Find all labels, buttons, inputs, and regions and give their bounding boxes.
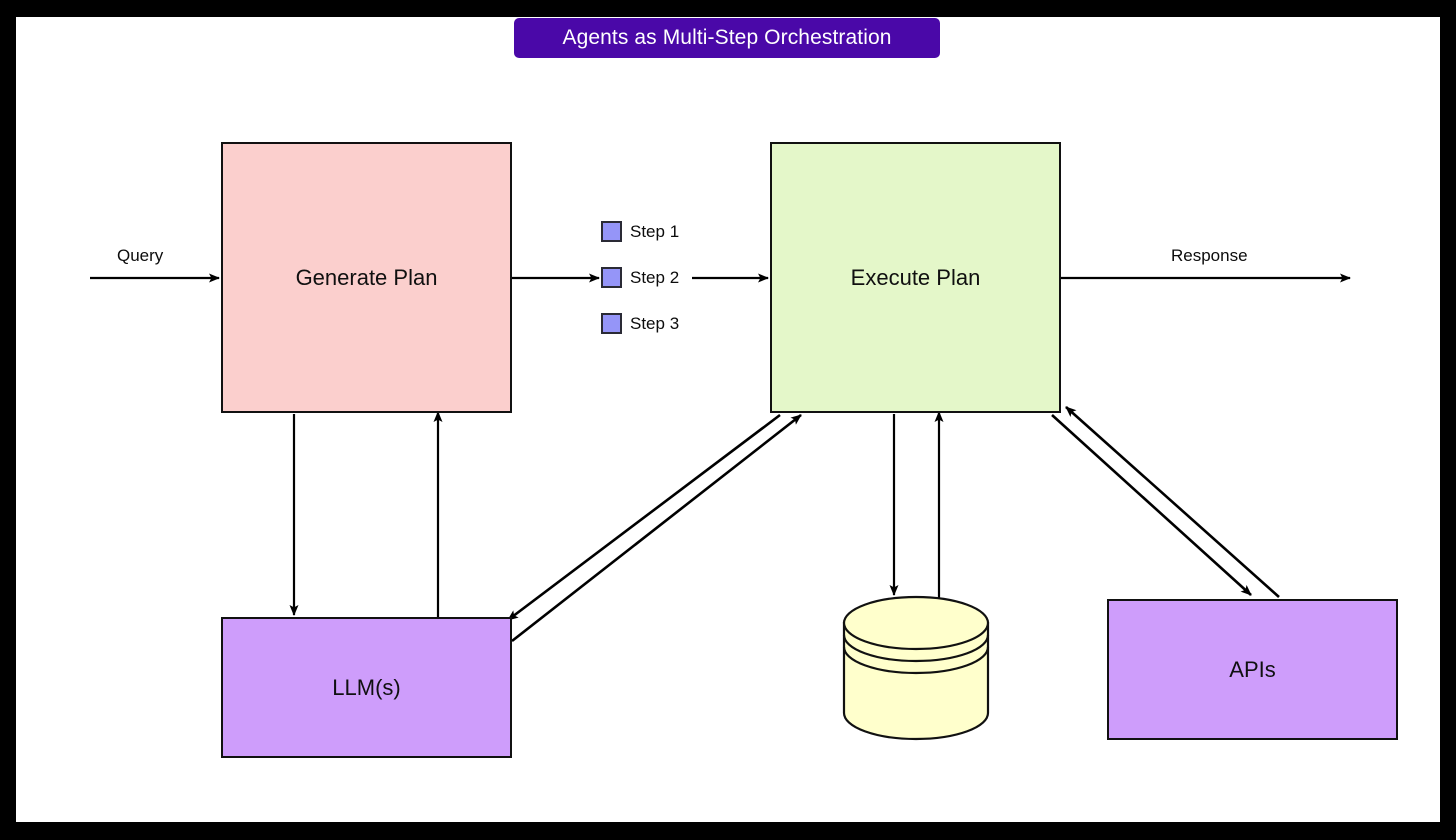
edge-label-response: Response	[1171, 246, 1248, 265]
step-marker-1[interactable]: Step 1	[601, 221, 679, 242]
step-3-label: Step 3	[630, 313, 680, 333]
diagram-title-text: Agents as Multi-Step Orchestration	[562, 26, 892, 49]
step-marker-2[interactable]: Step 2	[601, 267, 679, 288]
diagram-canvas: Agents as Multi-Step Orchestration Gener…	[16, 17, 1440, 822]
step-swatch-icon	[601, 267, 622, 288]
step-marker-3[interactable]: Step 3	[601, 313, 679, 334]
step-2-label: Step 2	[630, 267, 680, 287]
node-execute-plan[interactable]: Execute Plan	[770, 142, 1061, 413]
arrow-llms-to-execute-plan	[511, 413, 802, 643]
node-execute-plan-label: Execute Plan	[850, 264, 981, 290]
arrow-execute-plan-to-apis	[1051, 414, 1252, 596]
arrow-execute-plan-to-llms	[507, 413, 781, 622]
arrow-apis-to-execute-plan	[1065, 406, 1280, 598]
node-apis[interactable]: APIs	[1107, 599, 1398, 740]
node-llms[interactable]: LLM(s)	[221, 617, 512, 758]
edge-label-query: Query	[117, 246, 164, 265]
database-cylinder-icon	[842, 595, 990, 741]
node-database[interactable]	[842, 595, 990, 741]
node-apis-label: APIs	[1229, 656, 1276, 682]
node-generate-plan[interactable]: Generate Plan	[221, 142, 512, 413]
step-1-label: Step 1	[630, 221, 680, 241]
node-llms-label: LLM(s)	[332, 674, 401, 700]
diagram-title: Agents as Multi-Step Orchestration	[514, 18, 940, 58]
step-swatch-icon	[601, 313, 622, 334]
step-swatch-icon	[601, 221, 622, 242]
node-generate-plan-label: Generate Plan	[295, 264, 438, 290]
connector-layer	[90, 273, 1351, 643]
